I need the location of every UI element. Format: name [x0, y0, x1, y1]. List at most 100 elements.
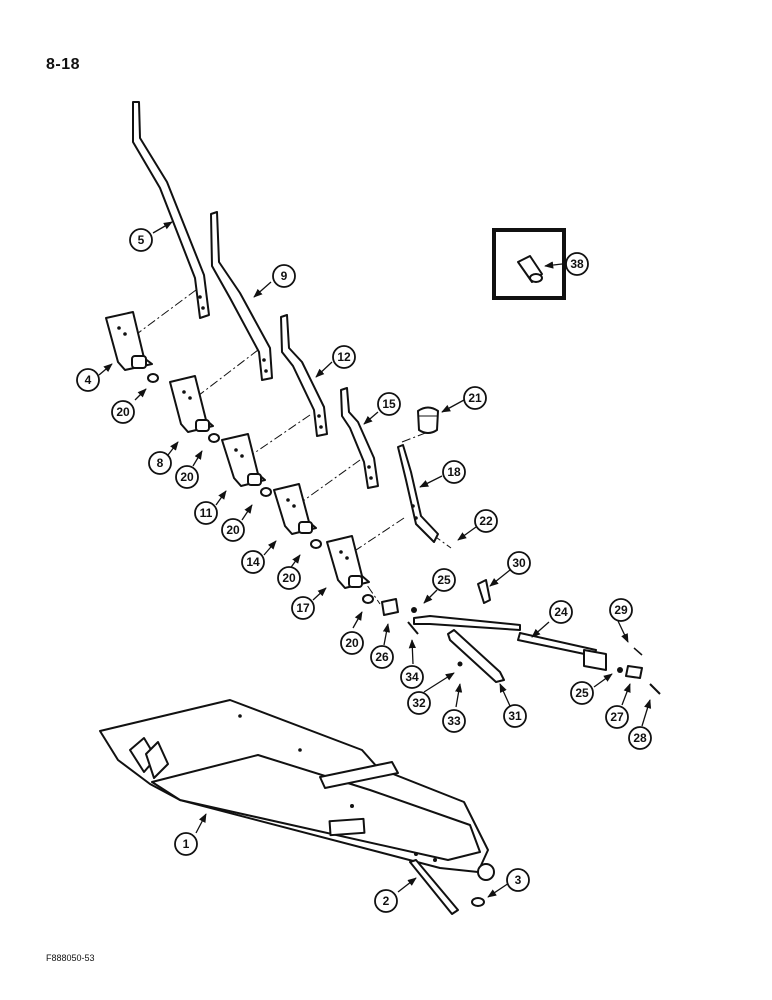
- callout-number: 2: [383, 894, 390, 908]
- callout-32: 32: [407, 691, 431, 715]
- callout-number: 20: [345, 636, 359, 650]
- callout-circle: [474, 509, 498, 533]
- callout-number: 22: [479, 514, 493, 528]
- callout-circle: [291, 596, 315, 620]
- callout-26: 26: [370, 645, 394, 669]
- callout-circle: [241, 550, 265, 574]
- callout-circle: [506, 868, 530, 892]
- callout-number: 34: [405, 670, 419, 684]
- callout-5: 5: [129, 228, 153, 252]
- callout-circle: [148, 451, 172, 475]
- callout-number: 12: [337, 350, 351, 364]
- bracket-11: [221, 433, 266, 487]
- callout-number: 31: [508, 709, 522, 723]
- callout-31: 31: [503, 704, 527, 728]
- callout-number: 27: [610, 710, 624, 724]
- callout-number: 20: [180, 470, 194, 484]
- callout-20: 20: [340, 631, 364, 655]
- callout-number: 20: [226, 523, 240, 537]
- callout-25: 25: [570, 681, 594, 705]
- callout-circle: [463, 386, 487, 410]
- figure-code: F888050-53: [46, 953, 95, 963]
- callout-20: 20: [175, 465, 199, 489]
- callout-34: 34: [400, 665, 424, 689]
- callout-circle: [272, 264, 296, 288]
- callout-circle: [400, 665, 424, 689]
- callout-2: 2: [374, 889, 398, 913]
- callout-4: 4: [76, 368, 100, 392]
- callout-9: 9: [272, 264, 296, 288]
- bushings: [147, 373, 374, 604]
- callout-number: 9: [281, 269, 288, 283]
- page-number: 8-18: [46, 56, 81, 73]
- callout-33: 33: [442, 709, 466, 733]
- callout-21: 21: [463, 386, 487, 410]
- callout-number: 3: [515, 873, 522, 887]
- callout-circle: [194, 501, 218, 525]
- callout-number: 33: [447, 714, 461, 728]
- callout-number: 14: [246, 555, 260, 569]
- callout-22: 22: [474, 509, 498, 533]
- callout-circle: [407, 691, 431, 715]
- callout-18: 18: [442, 460, 466, 484]
- lever-15: [340, 387, 379, 489]
- bracket-8: [169, 375, 214, 433]
- callout-27: 27: [605, 705, 629, 729]
- callout-number: 26: [375, 650, 389, 664]
- callout-number: 32: [412, 696, 426, 710]
- lever-12: [280, 314, 328, 437]
- knob-21: [417, 406, 439, 434]
- callout-number: 5: [138, 233, 145, 247]
- callout-circle: [549, 600, 573, 624]
- callout-number: 25: [575, 686, 589, 700]
- bracket-17: [326, 535, 370, 589]
- callout-circle: [277, 566, 301, 590]
- callout-circle: [565, 252, 589, 276]
- callout-14: 14: [241, 550, 265, 574]
- callout-circle: [332, 345, 356, 369]
- callout-circle: [605, 705, 629, 729]
- callout-8: 8: [148, 451, 172, 475]
- callout-38: 38: [565, 252, 589, 276]
- callout-circle: [570, 681, 594, 705]
- callout-circle: [76, 368, 100, 392]
- lever-5: [132, 101, 210, 319]
- lever-9: [210, 211, 273, 381]
- leader-lines: [98, 221, 652, 898]
- callout-17: 17: [291, 596, 315, 620]
- callout-circle: [340, 631, 364, 655]
- callout-30: 30: [507, 551, 531, 575]
- callout-circle: [628, 726, 652, 750]
- lever-18: [397, 444, 439, 543]
- callout-circle: [432, 568, 456, 592]
- callout-20: 20: [111, 400, 135, 424]
- callout-11: 11: [194, 501, 218, 525]
- callout-number: 30: [512, 556, 526, 570]
- main-frame: [99, 699, 495, 881]
- callout-circle: [111, 400, 135, 424]
- bracket-4: [105, 311, 153, 371]
- callout-number: 18: [447, 465, 461, 479]
- callout-number: 11: [200, 506, 213, 520]
- callout-number: 17: [296, 601, 310, 615]
- callout-number: 8: [157, 456, 164, 470]
- callout-25: 25: [432, 568, 456, 592]
- callout-number: 4: [85, 373, 92, 387]
- callout-number: 20: [116, 405, 130, 419]
- clip-3: [471, 897, 485, 907]
- callout-number: 20: [282, 571, 296, 585]
- callout-circle: [442, 709, 466, 733]
- callout-circle: [377, 392, 401, 416]
- callout-number: 1: [183, 837, 190, 851]
- callout-20: 20: [277, 566, 301, 590]
- callout-circle: [442, 460, 466, 484]
- callout-number: 15: [382, 397, 396, 411]
- pin-2: [409, 859, 459, 915]
- callout-circle: [503, 704, 527, 728]
- callout-circle: [221, 518, 245, 542]
- callout-circle: [174, 832, 198, 856]
- callout-28: 28: [628, 726, 652, 750]
- callout-number: 29: [614, 603, 628, 617]
- callout-number: 38: [570, 257, 584, 271]
